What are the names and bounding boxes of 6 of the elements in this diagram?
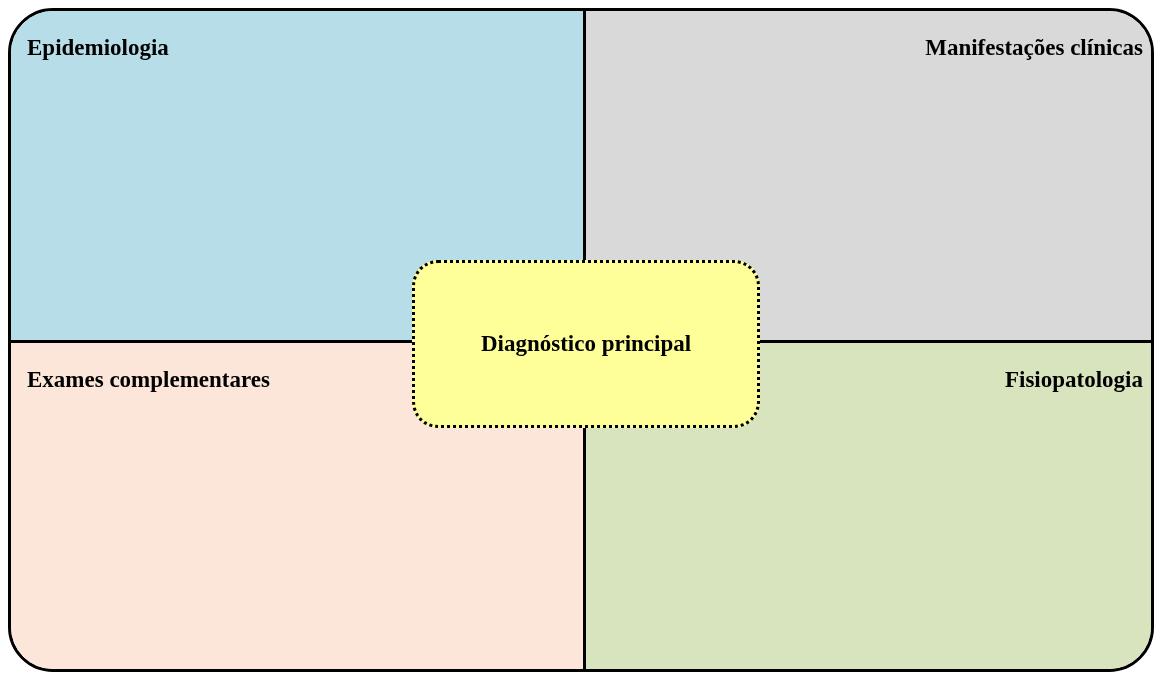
center-title: Diagnóstico principal [480,331,692,357]
quadrant-title: Epidemiologia [27,35,169,61]
center-box [412,260,760,428]
quadrant-title: Fisiopatologia [1005,367,1143,393]
quadrant-title: Manifestações clínicas [925,35,1143,61]
quadrant-title: Exames complementares [27,367,270,393]
